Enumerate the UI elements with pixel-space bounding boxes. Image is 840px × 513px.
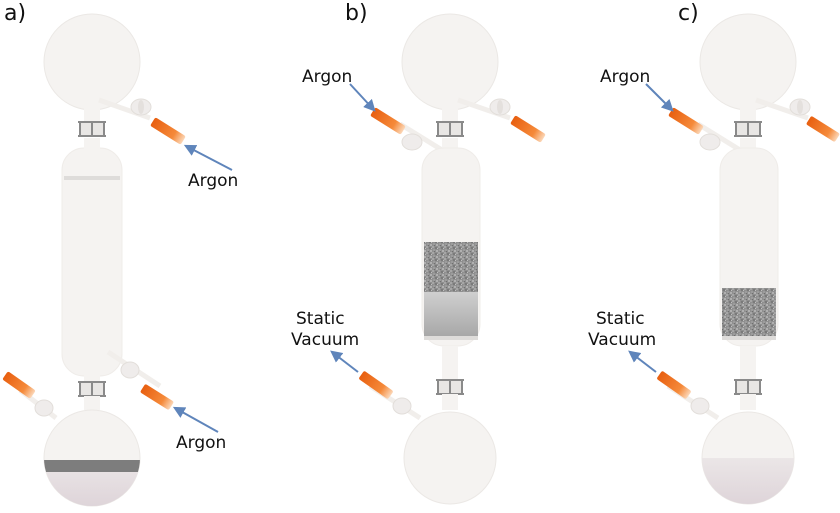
filter-cake <box>722 288 776 336</box>
arrow-icon <box>330 350 359 373</box>
stopcock-icon[interactable] <box>690 397 710 415</box>
frit <box>64 176 120 180</box>
top-flask <box>401 13 499 111</box>
bottom-flask <box>43 409 141 507</box>
flask-neck <box>84 104 100 124</box>
frit <box>424 336 478 340</box>
stopcock-icon[interactable] <box>130 98 152 116</box>
panel-c: c) <box>588 1 840 505</box>
bottom-flask <box>403 411 497 505</box>
joint-clip-icon <box>436 121 464 137</box>
arrow-icon <box>349 83 376 112</box>
arrow-icon <box>172 406 219 433</box>
vacuum-label-line1: Static <box>596 309 645 329</box>
stopcock-icon[interactable] <box>401 133 423 151</box>
arrow-icon <box>183 144 233 171</box>
tubing-icon[interactable] <box>140 384 174 410</box>
top-flask <box>43 13 141 111</box>
gas-label-top: Argon <box>600 67 650 87</box>
joint-clip-icon <box>734 379 762 395</box>
stopcock-icon[interactable] <box>489 98 511 116</box>
frit <box>722 336 776 340</box>
panel-label: a) <box>4 1 26 26</box>
stopcock-icon[interactable] <box>392 397 412 415</box>
vacuum-label-line1: Static <box>296 309 345 329</box>
panel-label: c) <box>678 1 699 26</box>
gas-label-top: Argon <box>302 67 352 87</box>
joint-clip-icon <box>734 121 762 137</box>
gas-label-top: Argon <box>188 171 238 191</box>
solid-layer <box>44 460 140 472</box>
top-flask <box>699 13 797 111</box>
vacuum-label-line2: Vacuum <box>588 330 656 350</box>
joint-clip-icon <box>436 379 464 395</box>
arrow-icon <box>628 350 657 373</box>
sand-layer <box>424 292 478 336</box>
tubing-icon[interactable] <box>656 371 691 400</box>
tubing-icon[interactable] <box>370 107 406 135</box>
filter-column <box>61 147 123 377</box>
tubing-icon[interactable] <box>2 371 36 399</box>
panel-label: b) <box>345 1 368 26</box>
bottom-flask <box>701 411 795 505</box>
tubing-icon[interactable] <box>510 115 546 143</box>
stopcock-icon[interactable] <box>699 133 721 151</box>
joint-clip-icon <box>78 121 106 137</box>
gas-label-bottom: Argon <box>176 433 226 453</box>
panel-b: b) <box>291 1 546 505</box>
filter-cake <box>424 242 478 292</box>
filtrate-liquid <box>702 458 794 504</box>
vacuum-label-line2: Vacuum <box>291 330 359 350</box>
stopcock-icon[interactable] <box>120 361 140 379</box>
tubing-icon[interactable] <box>150 117 186 145</box>
arrow-icon <box>645 83 674 112</box>
joint-clip-icon <box>78 381 106 397</box>
stopcock-icon[interactable] <box>34 399 54 417</box>
tubing-icon[interactable] <box>668 107 704 135</box>
panel-a: a) <box>2 1 238 507</box>
tubing-icon[interactable] <box>358 371 393 400</box>
tubing-icon[interactable] <box>806 116 840 142</box>
stopcock-icon[interactable] <box>789 98 811 116</box>
